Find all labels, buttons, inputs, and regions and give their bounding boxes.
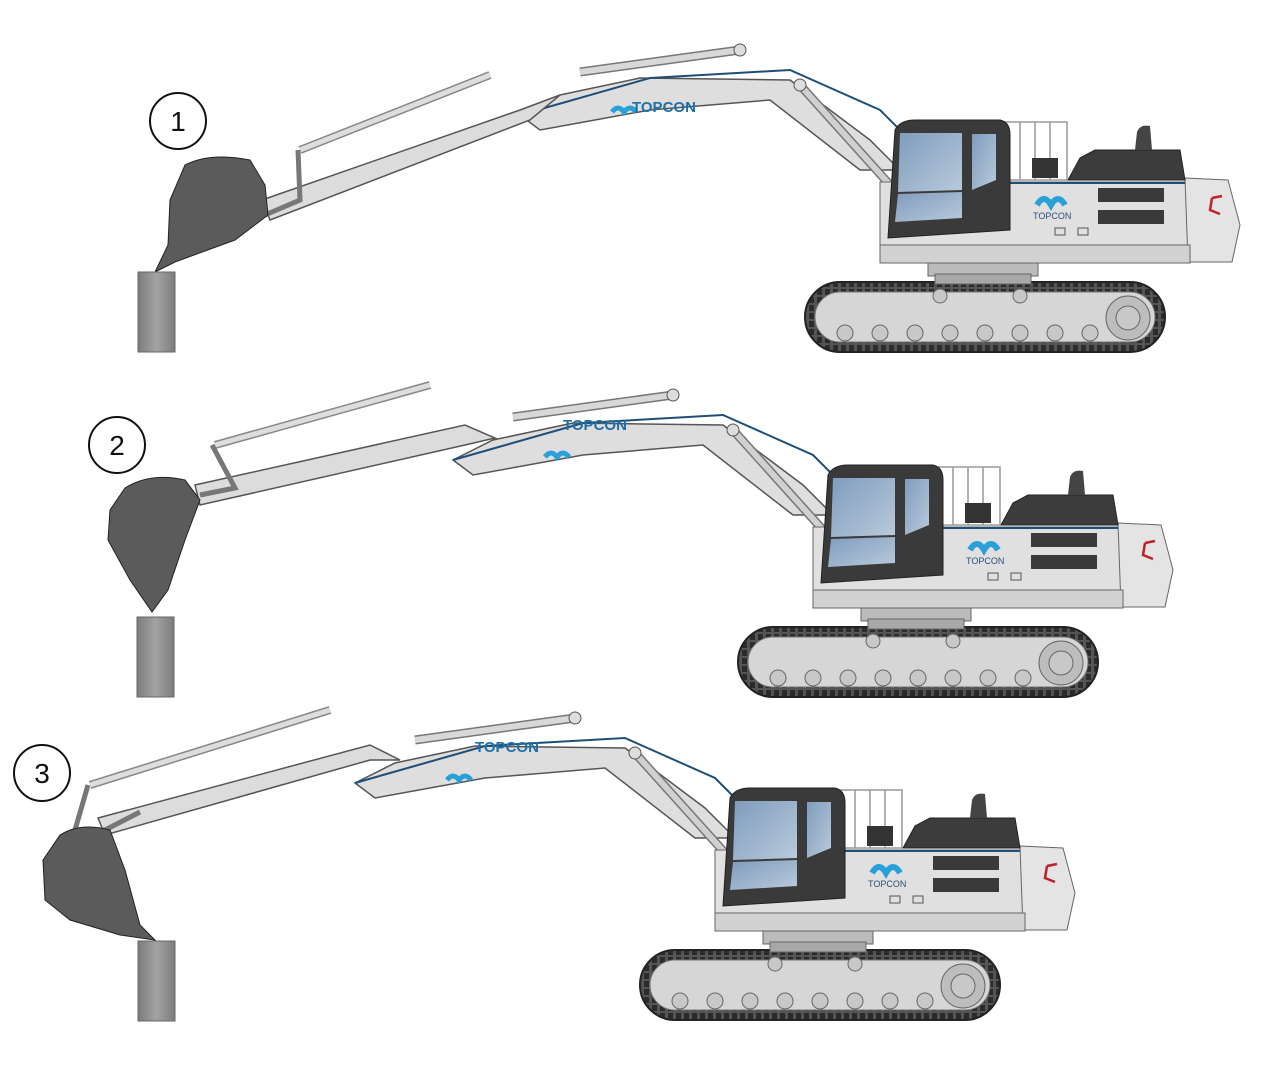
excavator-step-3: TOPCON TOPCON 3 (13, 706, 1075, 1022)
bucket (42, 826, 157, 941)
step-badge (13, 744, 71, 802)
excavator-step-2: TOPCON TOPCON 2 (88, 381, 1173, 698)
target-block (137, 271, 176, 353)
body-brand-label: TOPCON (868, 879, 906, 889)
step-badge (88, 416, 146, 474)
excavator-body (520, 44, 1240, 352)
bucket-linkage (264, 149, 303, 218)
stick-arm (194, 424, 498, 506)
bucket (107, 476, 201, 613)
boom-brand-label: TOPCON (563, 417, 627, 434)
step-number: 1 (170, 106, 186, 137)
step-number: 3 (34, 758, 50, 789)
boom-brand-label: TOPCON (632, 99, 696, 116)
stick-arm (261, 94, 561, 221)
excavator-body (355, 712, 1075, 1020)
target-block (136, 616, 175, 698)
body-brand-label: TOPCON (1033, 211, 1071, 221)
step-number: 2 (109, 430, 125, 461)
body-brand-label: TOPCON (966, 556, 1004, 566)
target-block (137, 940, 176, 1022)
step-badge (149, 92, 207, 150)
stick-arm (96, 744, 401, 836)
excavator-step-1: TOPCON TOPCON 1 (137, 44, 1240, 353)
excavator-body (453, 389, 1173, 697)
bucket-linkage (199, 443, 239, 498)
bucket (153, 156, 269, 274)
boom-brand-label: TOPCON (475, 739, 539, 756)
